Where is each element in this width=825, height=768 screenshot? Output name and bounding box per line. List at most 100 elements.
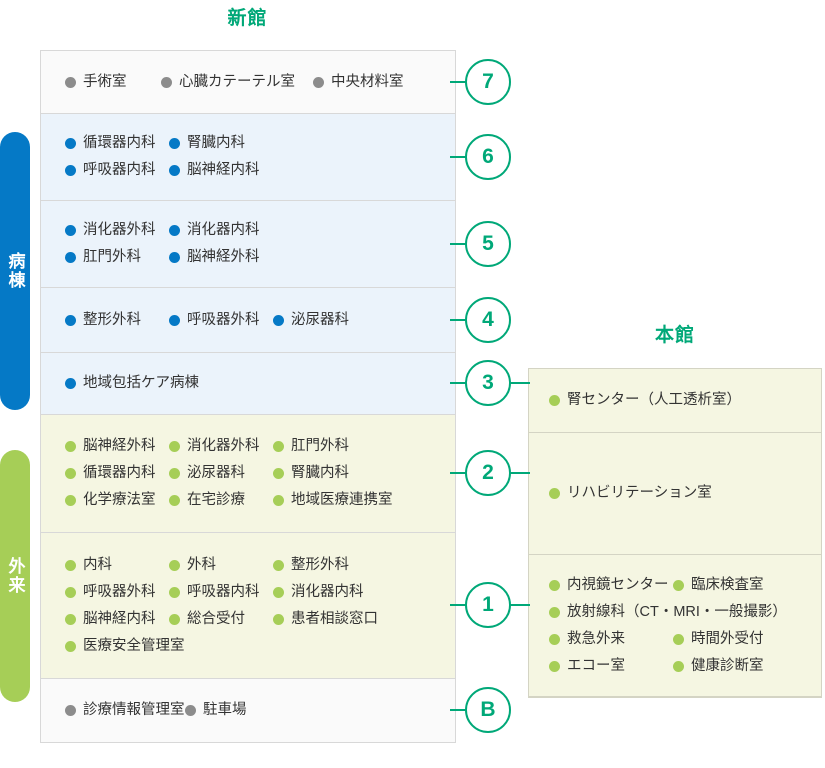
facility-item[interactable]: 整形外科 bbox=[273, 552, 349, 579]
facility-label: 消化器内科 bbox=[187, 217, 260, 244]
floor-marker-B[interactable]: B bbox=[465, 687, 511, 733]
category-pill-outpatient: 外来 bbox=[0, 450, 30, 702]
facility-item[interactable]: 心臓カテーテル室 bbox=[161, 69, 313, 96]
bullet-dot-icon bbox=[169, 225, 180, 236]
bullet-dot-icon bbox=[65, 641, 76, 652]
floor-row-2: リハビリテーション室 bbox=[529, 433, 821, 555]
facility-item[interactable]: 放射線科（CT・MRI・一般撮影） bbox=[549, 599, 787, 626]
bullet-dot-icon bbox=[549, 395, 560, 406]
facility-item[interactable]: 泌尿器科 bbox=[273, 307, 349, 334]
facility-item[interactable]: 消化器内科 bbox=[273, 579, 364, 606]
floor-item-line: 循環器内科 腎臓内科 bbox=[65, 130, 455, 157]
bullet-dot-icon bbox=[273, 614, 284, 625]
bullet-dot-icon bbox=[65, 165, 76, 176]
connector-line-right bbox=[508, 382, 530, 384]
bullet-dot-icon bbox=[673, 580, 684, 591]
floor-item-line: 整形外科呼吸器外科泌尿器科 bbox=[65, 307, 455, 334]
floor-item-line: 化学療法室在宅診療地域医療連携室 bbox=[65, 487, 455, 514]
facility-item[interactable]: 泌尿器科 bbox=[169, 460, 273, 487]
facility-item[interactable]: 外科 bbox=[169, 552, 273, 579]
facility-item[interactable]: 整形外科 bbox=[65, 307, 169, 334]
facility-item[interactable]: 地域包括ケア病棟 bbox=[65, 370, 199, 397]
facility-item[interactable]: 駐車場 bbox=[185, 697, 247, 724]
floor-marker-1[interactable]: 1 bbox=[465, 582, 511, 628]
facility-item[interactable]: 呼吸器外科 bbox=[169, 307, 273, 334]
bullet-dot-icon bbox=[65, 225, 76, 236]
floor-item-line: 救急外来時間外受付 bbox=[549, 626, 821, 653]
floor-item-line: リハビリテーション室 bbox=[549, 480, 821, 507]
facility-label: 腎臓内科 bbox=[187, 130, 245, 157]
facility-label: 心臓カテーテル室 bbox=[179, 69, 295, 96]
facility-item[interactable]: 循環器内科 bbox=[65, 130, 169, 157]
facility-item[interactable]: 脳神経外科 bbox=[65, 433, 169, 460]
floor-marker-3[interactable]: 3 bbox=[465, 360, 511, 406]
facility-item[interactable]: 医療安全管理室 bbox=[65, 633, 185, 660]
facility-item[interactable]: 中央材料室 bbox=[313, 69, 404, 96]
floor-marker-5[interactable]: 5 bbox=[465, 221, 511, 267]
floor-marker-2[interactable]: 2 bbox=[465, 450, 511, 496]
facility-item[interactable]: 診療情報管理室 bbox=[65, 697, 185, 724]
facility-item[interactable]: 臨床検査室 bbox=[673, 572, 764, 599]
facility-item[interactable]: 消化器外科 bbox=[65, 217, 169, 244]
facility-item[interactable]: 時間外受付 bbox=[673, 626, 764, 653]
bullet-dot-icon bbox=[273, 441, 284, 452]
floor-row-7: 手術室心臓カテーテル室中央材料室 bbox=[41, 51, 455, 114]
facility-item[interactable]: 脳神経内科 bbox=[169, 157, 260, 184]
floor-item-line: 診療情報管理室駐車場 bbox=[65, 697, 455, 724]
facility-item[interactable]: 在宅診療 bbox=[169, 487, 273, 514]
connector-line-right bbox=[508, 472, 530, 474]
facility-item[interactable]: 内視鏡センター bbox=[549, 572, 673, 599]
facility-item[interactable]: 腎臓内科 bbox=[169, 130, 245, 157]
facility-item[interactable]: 肛門外科 bbox=[65, 244, 169, 271]
bullet-dot-icon bbox=[185, 705, 196, 716]
bullet-dot-icon bbox=[549, 607, 560, 618]
facility-item[interactable]: 消化器内科 bbox=[169, 217, 260, 244]
bullet-dot-icon bbox=[65, 614, 76, 625]
bullet-dot-icon bbox=[273, 560, 284, 571]
floor-marker-4[interactable]: 4 bbox=[465, 297, 511, 343]
facility-item[interactable]: 肛門外科 bbox=[273, 433, 349, 460]
facility-item[interactable]: 救急外来 bbox=[549, 626, 673, 653]
facility-item[interactable]: 手術室 bbox=[65, 69, 161, 96]
facility-label: 肛門外科 bbox=[83, 244, 141, 271]
facility-item[interactable]: 総合受付 bbox=[169, 606, 273, 633]
facility-label: 肛門外科 bbox=[291, 433, 349, 460]
bullet-dot-icon bbox=[549, 634, 560, 645]
facility-item[interactable]: 患者相談窓口 bbox=[273, 606, 378, 633]
facility-item[interactable]: 呼吸器外科 bbox=[65, 579, 169, 606]
bullet-dot-icon bbox=[169, 252, 180, 263]
facility-item[interactable]: 循環器内科 bbox=[65, 460, 169, 487]
facility-item[interactable]: エコー室 bbox=[549, 653, 673, 680]
floor-marker-6[interactable]: 6 bbox=[465, 134, 511, 180]
floor-item-line: エコー室健康診断室 bbox=[549, 653, 821, 680]
bullet-dot-icon bbox=[169, 614, 180, 625]
facility-item[interactable]: 健康診断室 bbox=[673, 653, 764, 680]
floor-item-line: 肛門外科 脳神経外科 bbox=[65, 244, 455, 271]
facility-item[interactable]: 呼吸器内科 bbox=[65, 157, 169, 184]
facility-label: 循環器内科 bbox=[83, 130, 156, 157]
facility-item[interactable]: 化学療法室 bbox=[65, 487, 169, 514]
bullet-dot-icon bbox=[65, 495, 76, 506]
facility-label: 総合受付 bbox=[187, 606, 245, 633]
facility-item[interactable]: 地域医療連携室 bbox=[273, 487, 393, 514]
category-label-ward: 病棟 bbox=[7, 252, 24, 290]
bullet-dot-icon bbox=[549, 661, 560, 672]
facility-item[interactable]: 脳神経内科 bbox=[65, 606, 169, 633]
bullet-dot-icon bbox=[273, 468, 284, 479]
facility-label: 泌尿器科 bbox=[187, 460, 245, 487]
facility-item[interactable]: 呼吸器内科 bbox=[169, 579, 273, 606]
facility-item[interactable]: 脳神経外科 bbox=[169, 244, 260, 271]
floor-marker-7[interactable]: 7 bbox=[465, 59, 511, 105]
facility-item[interactable]: 消化器外科 bbox=[169, 433, 273, 460]
facility-label: 消化器内科 bbox=[291, 579, 364, 606]
facility-item[interactable]: 内科 bbox=[65, 552, 169, 579]
floor-item-line: 循環器内科泌尿器科 腎臓内科 bbox=[65, 460, 455, 487]
bullet-dot-icon bbox=[169, 587, 180, 598]
facility-item[interactable]: 腎センター（人工透析室） bbox=[549, 387, 741, 414]
facility-item[interactable]: リハビリテーション室 bbox=[549, 480, 712, 507]
bullet-dot-icon bbox=[273, 587, 284, 598]
floor-item-line: 医療安全管理室 bbox=[65, 633, 455, 660]
facility-label: 呼吸器内科 bbox=[187, 579, 260, 606]
facility-item[interactable]: 腎臓内科 bbox=[273, 460, 349, 487]
